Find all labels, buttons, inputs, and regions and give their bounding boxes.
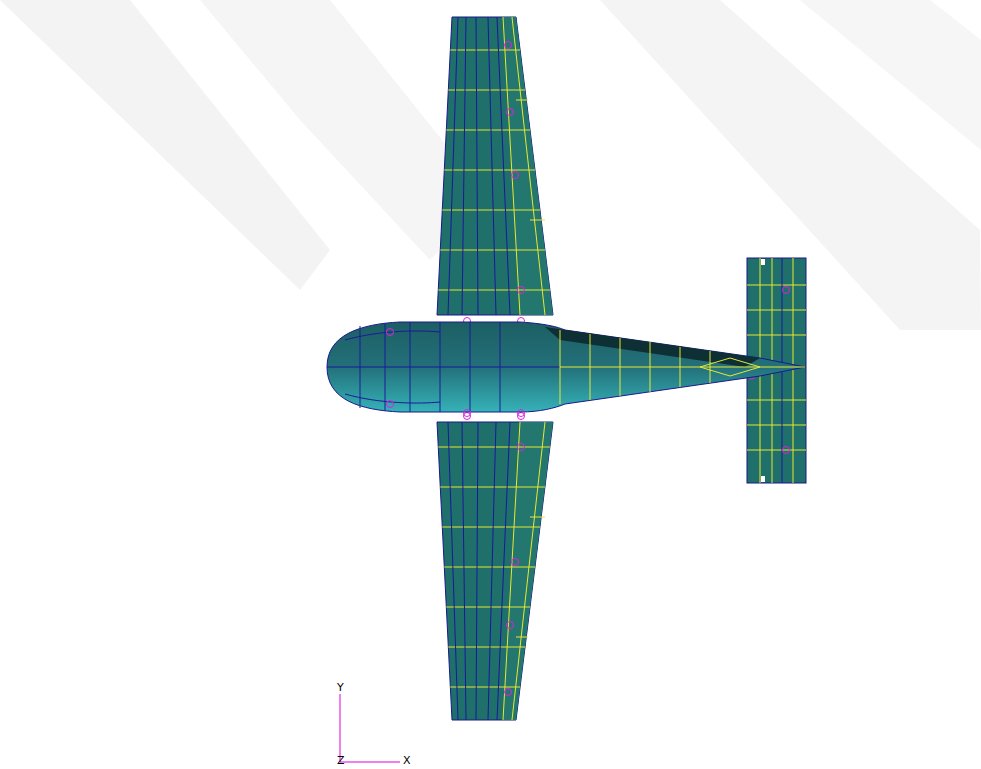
axis-triad [340, 694, 400, 762]
axis-label: Z [337, 755, 345, 767]
axis-label: Y [337, 682, 344, 694]
axis-label: X [403, 755, 411, 767]
